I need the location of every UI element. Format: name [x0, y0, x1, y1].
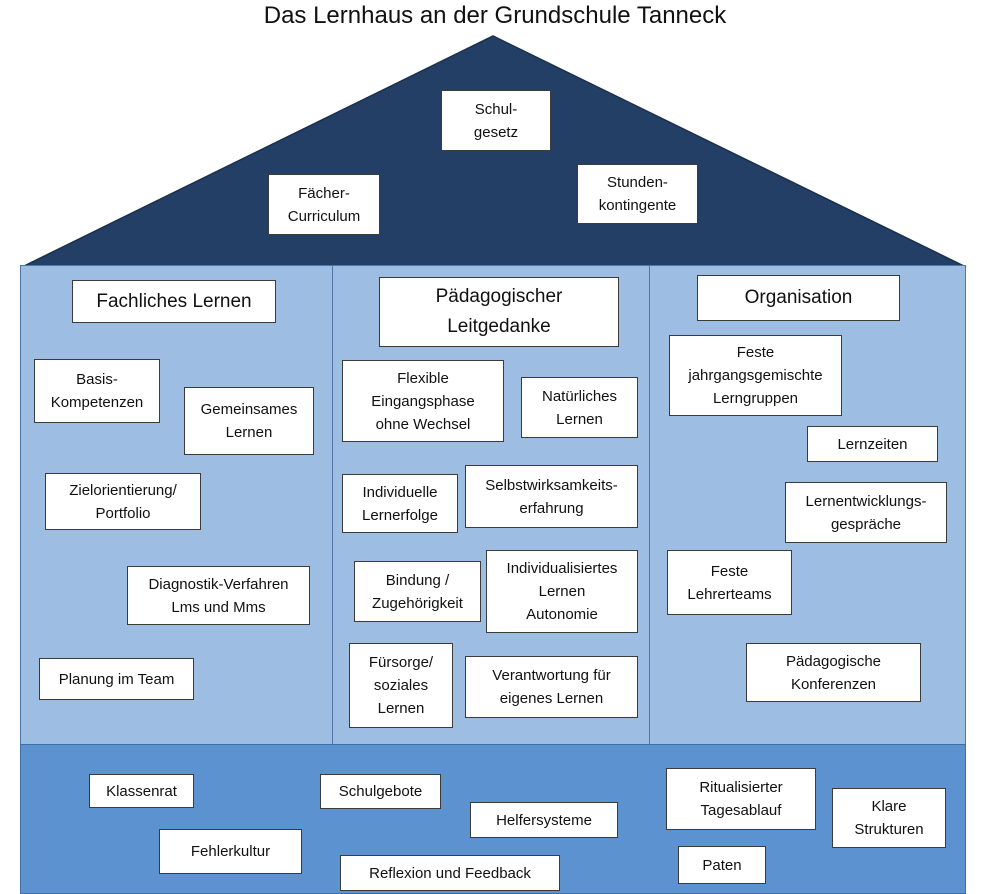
pillar-heading-organisation: Organisation: [697, 275, 900, 321]
roof-item-stundenkontingente: Stunden- kontingente: [577, 164, 698, 224]
item-gemeinsames-lernen: Gemeinsames Lernen: [184, 387, 314, 455]
item-diagnostik-verfahren: Diagnostik-Verfahren Lms und Mms: [127, 566, 310, 625]
item-natuerliches-lernen: Natürliches Lernen: [521, 377, 638, 438]
item-feste-jahrgangsgemischte-lerngruppen: Feste jahrgangsgemischte Lerngruppen: [669, 335, 842, 416]
roof-item-faecher-curriculum: Fächer- Curriculum: [268, 174, 380, 235]
foundation-item-ritualisierter-tagesablauf: Ritualisierter Tagesablauf: [666, 768, 816, 830]
item-paedagogische-konferenzen: Pädagogische Konferenzen: [746, 643, 921, 702]
diagram-title: Das Lernhaus an der Grundschule Tanneck: [263, 2, 727, 29]
item-individualisiertes-lernen: Individualisiertes Lernen Autonomie: [486, 550, 638, 633]
roof-triangle: [21, 35, 967, 268]
item-selbstwirksamkeitserfahrung: Selbstwirksamkeits- erfahrung: [465, 465, 638, 528]
foundation-item-paten: Paten: [678, 846, 766, 884]
roof-item-schulgesetz: Schul- gesetz: [441, 90, 551, 151]
item-lernzeiten: Lernzeiten: [807, 426, 938, 462]
foundation-item-helfersysteme: Helfersysteme: [470, 802, 618, 838]
foundation-item-klare-strukturen: Klare Strukturen: [832, 788, 946, 848]
foundation-item-klassenrat: Klassenrat: [89, 774, 194, 808]
item-feste-lehrerteams: Feste Lehrerteams: [667, 550, 792, 615]
item-bindung-zugehoerigkeit: Bindung / Zugehörigkeit: [354, 561, 481, 622]
pillar-heading-fachliches-lernen: Fachliches Lernen: [72, 280, 276, 323]
item-zielorientierung-portfolio: Zielorientierung/ Portfolio: [45, 473, 201, 530]
item-lernentwicklungsgespraeche: Lernentwicklungs- gespräche: [785, 482, 947, 543]
item-flexible-eingangsphase: Flexible Eingangsphase ohne Wechsel: [342, 360, 504, 442]
foundation-item-schulgebote: Schulgebote: [320, 774, 441, 809]
foundation-item-reflexion-und-feedback: Reflexion und Feedback: [340, 855, 560, 891]
item-individuelle-lernerfolge: Individuelle Lernerfolge: [342, 474, 458, 533]
item-fuersorge-soziales-lernen: Fürsorge/ soziales Lernen: [349, 643, 453, 728]
item-planung-im-team: Planung im Team: [39, 658, 194, 700]
item-basis-kompetenzen: Basis- Kompetenzen: [34, 359, 160, 423]
pillar-heading-paedagogischer-leitgedanke: Pädagogischer Leitgedanke: [379, 277, 619, 347]
item-verantwortung-fuer-eigenes-lernen: Verantwortung für eigenes Lernen: [465, 656, 638, 718]
foundation-item-fehlerkultur: Fehlerkultur: [159, 829, 302, 874]
